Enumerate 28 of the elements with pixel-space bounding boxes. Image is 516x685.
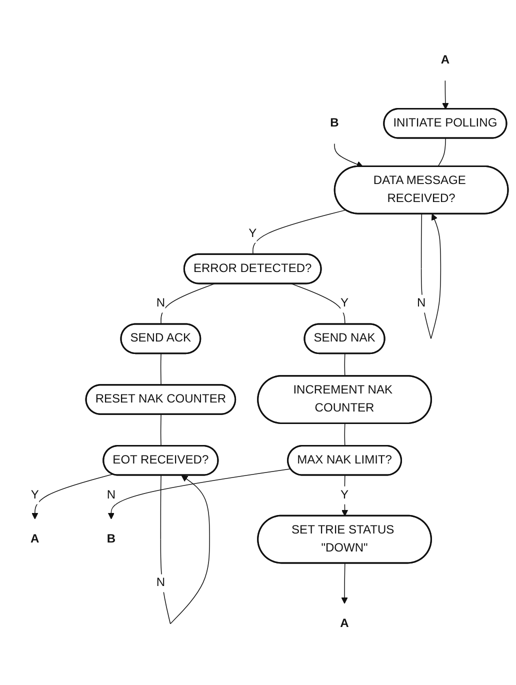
connector [252,210,346,256]
node-text: A [440,54,450,67]
node-text: B [106,532,116,546]
arrow [341,563,348,604]
arrow [108,468,292,520]
connector [160,354,162,386]
arrow [442,80,449,110]
edge-label: Y [340,297,349,310]
edge-label: Y [340,489,349,502]
arrow [334,144,364,168]
node-text: A [30,532,40,546]
connector [344,424,346,447]
connector [344,354,346,378]
edge-label: N [416,297,426,310]
connector [437,138,446,168]
edge-label: N [156,297,166,310]
node-text: A [340,617,349,630]
arrow [160,475,210,625]
node-text: B [330,117,339,130]
edge-label: Y [30,489,39,502]
edge-label: Y [248,228,257,240]
edge-label: N [106,489,116,502]
connector [291,284,346,326]
connector [160,414,162,447]
edge-label: N [156,576,166,590]
arrow [420,214,442,340]
connector [160,284,215,326]
arrow [32,474,113,520]
